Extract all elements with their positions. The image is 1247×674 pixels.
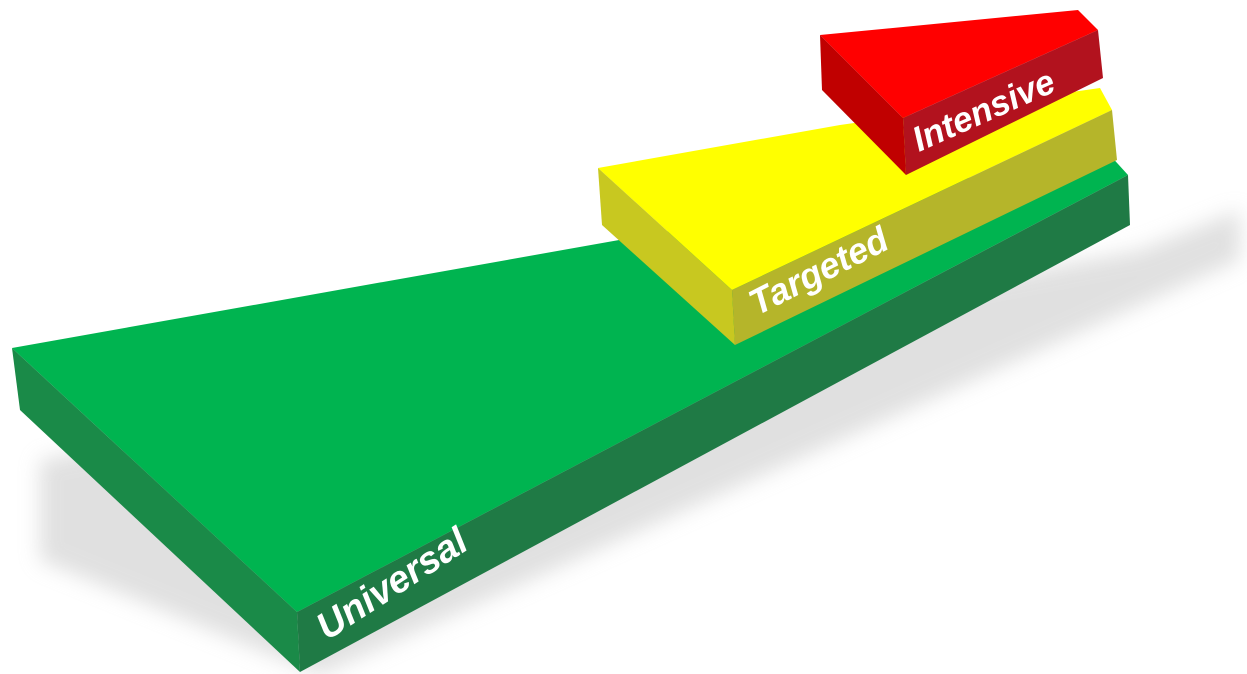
intensive-left-edge (820, 35, 906, 175)
intensive-front-face (903, 30, 1103, 175)
universal-left-edge (12, 348, 300, 672)
targeted-top-face (598, 88, 1112, 290)
targeted-left-edge (598, 168, 735, 345)
intensive-top-face (820, 10, 1098, 118)
targeted-front-face (732, 110, 1117, 345)
universal-front-face (297, 175, 1130, 672)
